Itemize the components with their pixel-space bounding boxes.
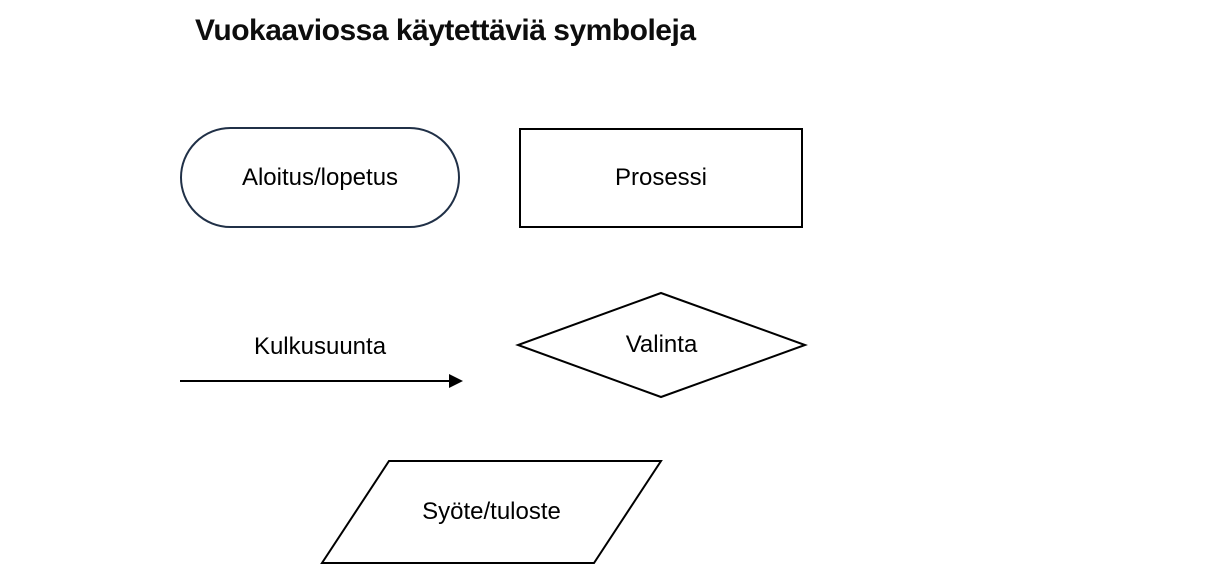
process-shape [519,128,803,228]
flow-direction-arrow [180,374,463,388]
input-output-shape [320,460,663,564]
decision-shape [515,291,808,399]
page-title: Vuokaaviossa käytettäviä symboleja [195,14,696,47]
arrowhead-icon [449,374,463,388]
start-end-shape [180,127,460,228]
